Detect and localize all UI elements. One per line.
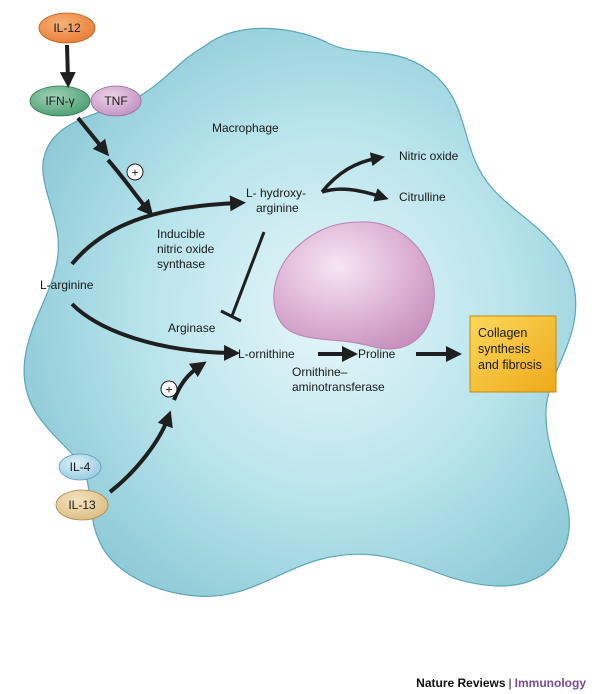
- svg-text:+: +: [165, 383, 172, 397]
- tnf-label: TNF: [104, 94, 127, 108]
- il12-label: IL-12: [53, 21, 81, 35]
- l-hydroxyarginine-label-1: L- hydroxy-: [246, 186, 306, 200]
- il4-pill: IL-4: [58, 453, 102, 481]
- l-arginine-label: L-arginine: [40, 278, 94, 292]
- cytokines-to-inos-arrow: [106, 158, 154, 217]
- l-hydroxyarginine-label-2: arginine: [256, 201, 299, 215]
- hydroxyarginine-to-citrulline-arrow: [321, 187, 389, 202]
- collagen-label-3: and fibrosis: [478, 358, 542, 372]
- inos-label-2: nitric oxide: [157, 242, 215, 256]
- macrophage-label: Macrophage: [212, 121, 279, 135]
- collagen-synthesis-box: Collagen synthesis and fibrosis: [469, 315, 557, 393]
- svg-text:+: +: [131, 166, 138, 180]
- credit-separator: |: [508, 676, 512, 690]
- hydroxyarginine-to-nitric-oxide-arrow: [320, 152, 385, 194]
- proline-label: Proline: [358, 347, 396, 361]
- collagen-label-1: Collagen: [478, 326, 527, 340]
- oat-label-1: Ornithine–: [292, 365, 348, 379]
- ifn-gamma-label: IFN-γ: [45, 94, 74, 108]
- citrulline-label: Citrulline: [399, 190, 446, 204]
- tnf-pill: TNF: [90, 85, 142, 117]
- nucleus: [273, 221, 435, 350]
- arginine-to-ornithine-arrow: [70, 302, 240, 361]
- il4-label: IL-4: [70, 460, 91, 474]
- l-ornithine-label: L-ornithine: [238, 347, 295, 361]
- arginase-label: Arginase: [168, 321, 216, 335]
- il12-to-ifn-arrow: [59, 44, 76, 88]
- collagen-label-2: synthesis: [478, 342, 530, 356]
- plus-icon: +: [160, 380, 178, 398]
- journal-credit: Nature Reviews|Immunology: [416, 676, 586, 690]
- plus-icon: +: [126, 163, 144, 181]
- ifn-gamma-pill: IFN-γ: [29, 85, 91, 117]
- oat-label-2: aminotransferase: [292, 380, 385, 394]
- inhibition-icon: [220, 231, 266, 323]
- ifn-to-cell-arrow: [76, 116, 110, 157]
- nitric-oxide-label: Nitric oxide: [399, 149, 459, 163]
- il13-pill: IL-13: [55, 489, 109, 521]
- publisher-name: Nature Reviews: [416, 676, 506, 690]
- il13-label: IL-13: [68, 498, 96, 512]
- il4-il13-to-arginase-arrow: [108, 410, 173, 494]
- inos-label-3: synthase: [157, 257, 205, 271]
- journal-name: Immunology: [514, 676, 586, 690]
- plus-to-arginase-arrow: [172, 361, 207, 401]
- inos-label-1: Inducible: [157, 227, 205, 241]
- il12-pill: IL-12: [38, 12, 96, 44]
- arginine-to-hydroxyarginine-arrow: [70, 195, 246, 266]
